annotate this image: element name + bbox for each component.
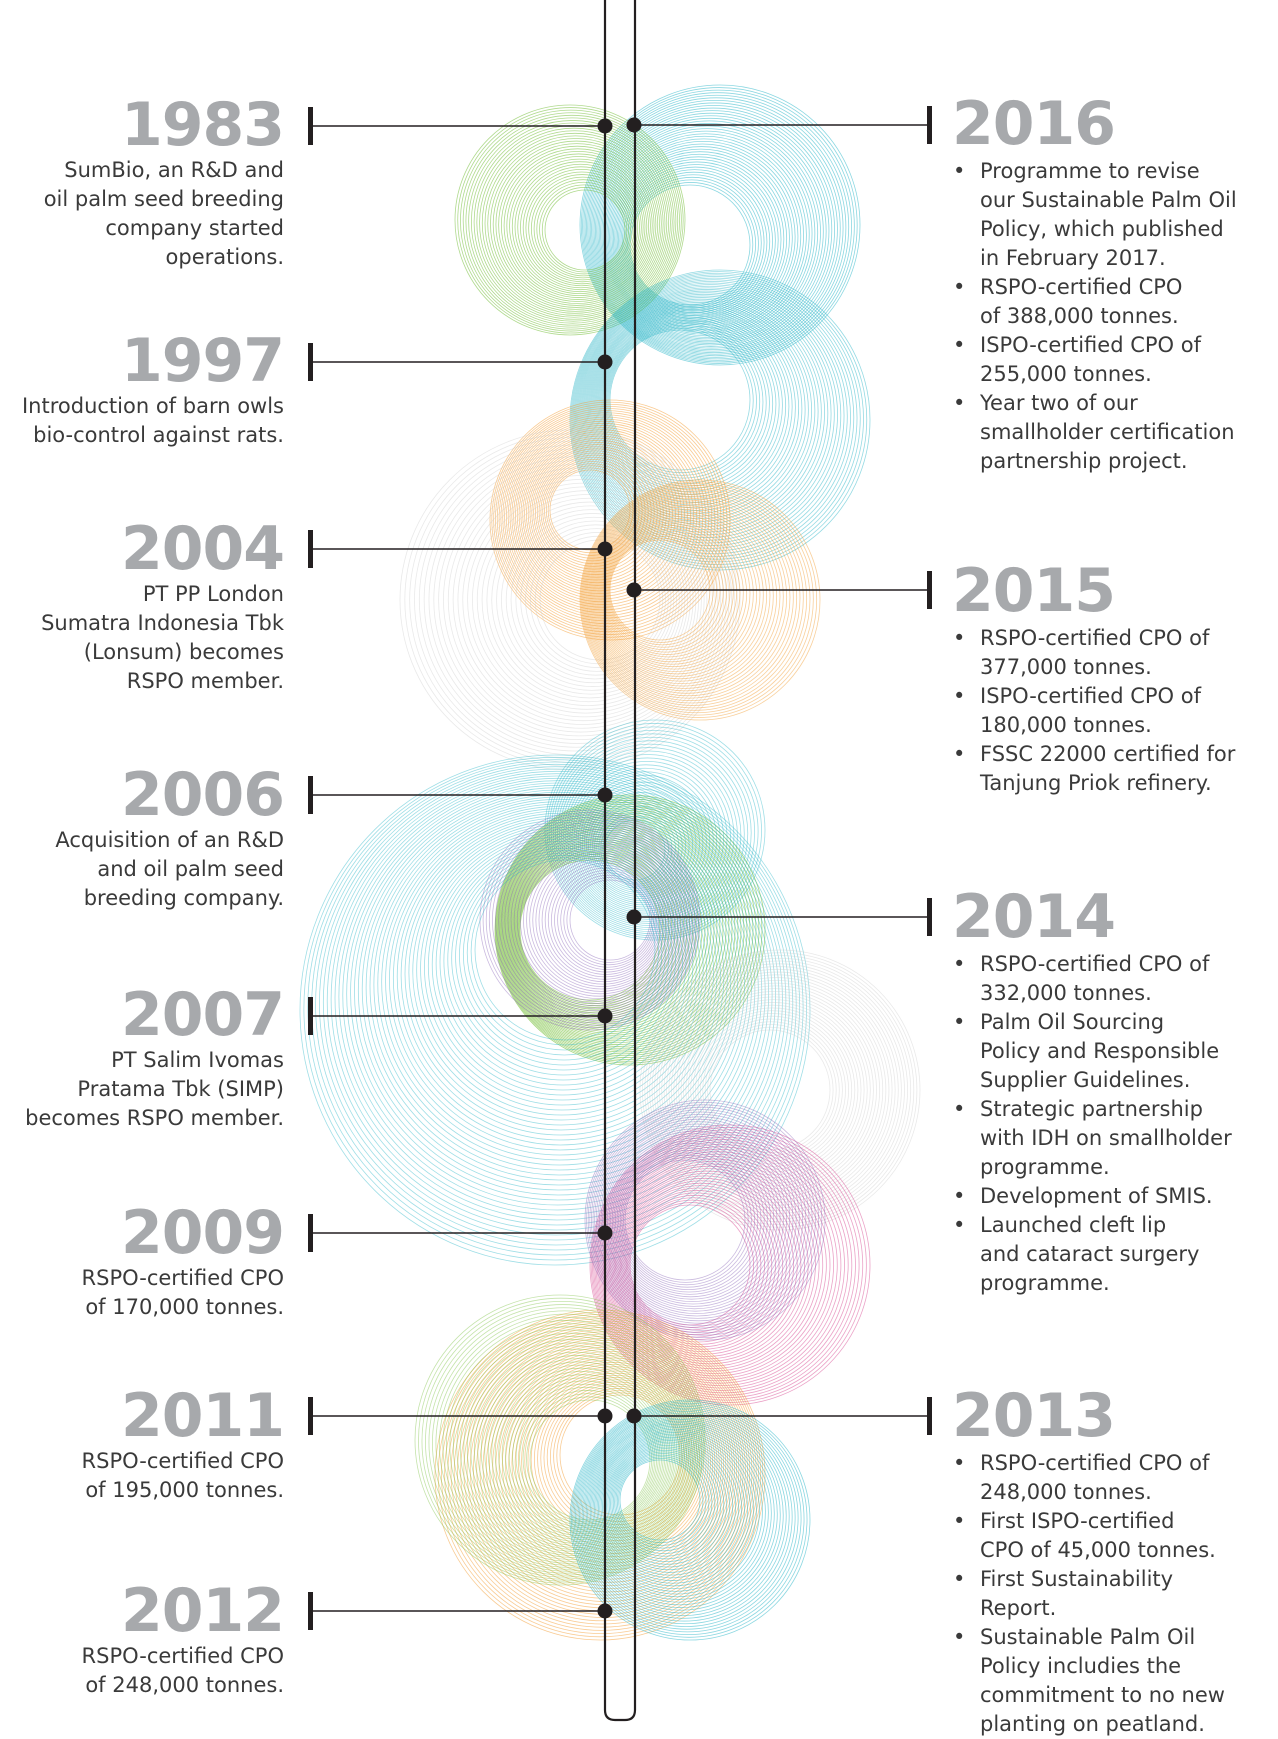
swirl-green-mid bbox=[494, 794, 766, 1066]
bullet-item: First ISPO-certified CPO of 45,000 tonne… bbox=[953, 1507, 1272, 1565]
event-year: 2009 bbox=[121, 1198, 285, 1268]
swirl-purple-mid bbox=[479, 809, 701, 1031]
bullet-item: FSSC 22000 certified for Tanjung Priok r… bbox=[953, 740, 1272, 798]
event-description: RSPO-certified CPO of 195,000 tonnes. bbox=[81, 1449, 284, 1502]
event-year: 2012 bbox=[121, 1576, 285, 1646]
event-year: 2013 bbox=[952, 1381, 1116, 1451]
swirl-orange-right bbox=[579, 479, 821, 721]
timeline-tube bbox=[603, 0, 637, 1722]
decorative-swirls bbox=[299, 84, 921, 1641]
event-year: 2004 bbox=[121, 514, 285, 584]
bullet-item: RSPO-certified CPO of 248,000 tonnes. bbox=[953, 1449, 1272, 1507]
swirl-purple-low bbox=[584, 1099, 826, 1341]
timeline-dot bbox=[626, 1408, 642, 1424]
event-right-2016: 2016Programme to revise our Sustainable … bbox=[952, 93, 1272, 476]
bullet-item: Year two of our smallholder certificatio… bbox=[953, 389, 1272, 476]
timeline-dot bbox=[626, 117, 642, 133]
event-right-2015: 2015RSPO-certified CPO of 377,000 tonnes… bbox=[952, 560, 1272, 798]
bullet-item: Programme to revise our Sustainable Palm… bbox=[953, 157, 1272, 273]
connectors bbox=[308, 106, 932, 1630]
event-description: Introduction of barn owls bio-control ag… bbox=[21, 394, 284, 447]
event-year: 2014 bbox=[952, 882, 1116, 952]
event-description: SumBio, an R&D and oil palm seed breedin… bbox=[43, 158, 284, 269]
bullet-item: ISPO-certified CPO of 255,000 tonnes. bbox=[953, 331, 1272, 389]
event-right-2014: 2014RSPO-certified CPO of 332,000 tonnes… bbox=[952, 886, 1272, 1298]
connector-tick bbox=[308, 530, 313, 568]
connector-tick bbox=[927, 898, 932, 936]
bullet-item: Sustainable Palm Oil Policy includies th… bbox=[953, 1623, 1272, 1739]
connector-tick bbox=[308, 1592, 313, 1630]
swirl-cyan-low bbox=[569, 1399, 811, 1641]
connector-tick bbox=[308, 997, 313, 1035]
event-year: 2006 bbox=[121, 760, 285, 830]
bullet-item: RSPO-certified CPO of 377,000 tonnes. bbox=[953, 624, 1272, 682]
timeline-dot bbox=[626, 909, 642, 925]
timeline-dot bbox=[597, 118, 613, 134]
swirl-green-low bbox=[414, 1294, 706, 1586]
timeline-dot bbox=[597, 1008, 613, 1024]
swirl-cyan-upper bbox=[569, 269, 871, 571]
timeline-dot bbox=[597, 1603, 613, 1619]
event-year: 2015 bbox=[952, 556, 1116, 626]
bullet-item: ISPO-certified CPO of 180,000 tonnes. bbox=[953, 682, 1272, 740]
event-description: RSPO-certified CPO of 248,000 tonnes. bbox=[81, 1644, 284, 1697]
timeline-dot bbox=[597, 541, 613, 557]
event-year: 2016 bbox=[952, 89, 1116, 159]
swirl-cyan-big bbox=[299, 754, 811, 1266]
connector-tick bbox=[308, 1397, 313, 1435]
timeline-dot bbox=[597, 1408, 613, 1424]
timeline-dot bbox=[597, 354, 613, 370]
event-bullet-list: Programme to revise our Sustainable Palm… bbox=[952, 157, 1272, 476]
event-bullet-list: RSPO-certified CPO of 332,000 tonnes.Pal… bbox=[952, 950, 1272, 1298]
bullet-item: RSPO-certified CPO of 388,000 tonnes. bbox=[953, 273, 1272, 331]
bullet-item: RSPO-certified CPO of 332,000 tonnes. bbox=[953, 950, 1272, 1008]
bullet-item: First Sustainability Report. bbox=[953, 1565, 1272, 1623]
bullet-item: Development of SMIS. bbox=[953, 1182, 1272, 1211]
swirl-green-top bbox=[454, 104, 686, 336]
swirl-cyan-top bbox=[579, 84, 861, 366]
timeline-dot bbox=[626, 582, 642, 598]
connector-tick bbox=[308, 1214, 313, 1252]
connector-tick bbox=[927, 106, 932, 144]
event-description: PT Salim Ivomas Pratama Tbk (SIMP) becom… bbox=[25, 1048, 284, 1130]
timeline-dot bbox=[597, 787, 613, 803]
event-year: 2007 bbox=[121, 980, 285, 1050]
event-right-2013: 2013RSPO-certified CPO of 248,000 tonnes… bbox=[952, 1385, 1272, 1739]
timeline-dot bbox=[597, 1225, 613, 1241]
swirl-gray-left bbox=[399, 429, 741, 771]
event-bullet-list: RSPO-certified CPO of 248,000 tonnes.Fir… bbox=[952, 1449, 1272, 1739]
connector-tick bbox=[308, 107, 313, 145]
bullet-item: Strategic partnership with IDH on smallh… bbox=[953, 1095, 1272, 1182]
event-year: 1997 bbox=[121, 326, 285, 396]
event-bullet-list: RSPO-certified CPO of 377,000 tonnes.ISP… bbox=[952, 624, 1272, 798]
event-description: Acquisition of an R&D and oil palm seed … bbox=[55, 828, 284, 910]
bullet-item: Palm Oil Sourcing Policy and Responsible… bbox=[953, 1008, 1272, 1095]
connector-tick bbox=[927, 571, 932, 609]
event-description: RSPO-certified CPO of 170,000 tonnes. bbox=[81, 1266, 284, 1319]
event-year: 2011 bbox=[121, 1381, 285, 1451]
connector-tick bbox=[308, 343, 313, 381]
connector-tick bbox=[308, 776, 313, 814]
event-year: 1983 bbox=[121, 90, 285, 160]
bullet-item: Launched cleft lip and cataract surgery … bbox=[953, 1211, 1272, 1298]
event-description: PT PP London Sumatra Indonesia Tbk (Lons… bbox=[41, 582, 284, 693]
connector-tick bbox=[927, 1397, 932, 1435]
